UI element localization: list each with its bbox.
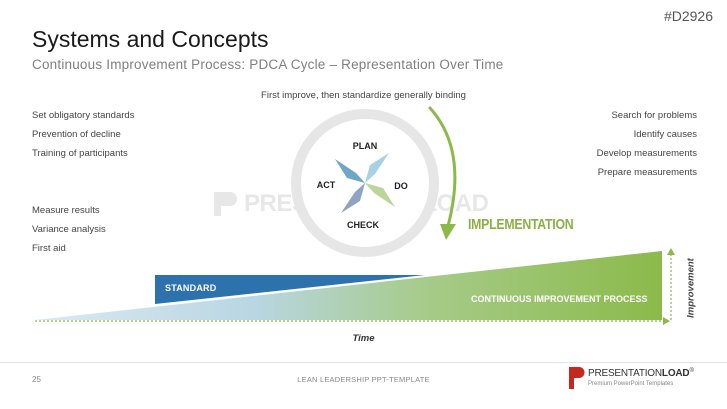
improvement-axis-label: Improvement [661,258,721,318]
list-item: First aid [32,243,66,254]
standard-band [155,275,425,304]
brand-logo: PRESENTATIONLOAD® Premium PowerPoint Tem… [568,365,718,395]
improvement-graph [35,248,675,325]
list-item: Prevention of decline [32,129,121,140]
plan-arrow-icon [365,153,389,183]
left-top-list: Set obligatory standards Prevention of d… [32,106,134,163]
improvement-axis-arrow [667,248,675,255]
right-list: Search for problems Identify causes Deve… [597,106,697,182]
list-item: Search for problems [611,110,697,121]
improvement-wedge [35,251,662,320]
footer-divider [0,362,727,363]
cip-label: CONTINUOUS IMPROVEMENT PROCESS [471,294,648,304]
list-item: Training of participants [32,148,128,159]
brand-tagline: Premium PowerPoint Templates [588,381,674,387]
brand-logo-icon [569,367,585,389]
list-item: Set obligatory standards [32,110,135,121]
improvement-axis-text: Improvement [685,258,697,318]
page-title: Systems and Concepts [32,26,269,52]
standard-label: STANDARD [165,283,217,293]
act-arrow-icon [335,159,365,183]
act-label: ACT [317,180,336,190]
list-item: Measure results [32,205,100,216]
list-item: Develop measurements [596,148,697,159]
list-item: Identify causes [633,129,697,140]
left-bottom-list: Measure results Variance analysis First … [32,201,106,258]
list-item: Prepare measurements [597,167,697,178]
tagline: First improve, then standardize generall… [261,90,466,101]
do-arrow-icon [365,183,395,207]
list-item: Variance analysis [32,224,106,235]
page-number: 25 [32,375,41,384]
check-label: CHECK [347,220,380,230]
implementation-arrow-icon [428,106,457,240]
brand-name: PRESENTATIONLOAD® [588,368,694,379]
plan-label: PLAN [353,141,378,151]
watermark-logo-icon [214,192,237,216]
check-arrow-icon [341,183,365,213]
slide-id: #D2926 [663,8,713,24]
implementation-label: IMPLEMENTATION [468,216,574,233]
page-subtitle: Continuous Improvement Process: PDCA Cyc… [32,57,504,72]
time-axis-arrow [663,317,670,325]
footer-text: LEAN LEADERSHIP PPT-TEMPLATE [297,375,430,384]
time-axis-label: Time [352,333,375,344]
do-label: DO [394,181,408,191]
pdca-wheel: PLAN DO CHECK ACT [291,109,439,257]
